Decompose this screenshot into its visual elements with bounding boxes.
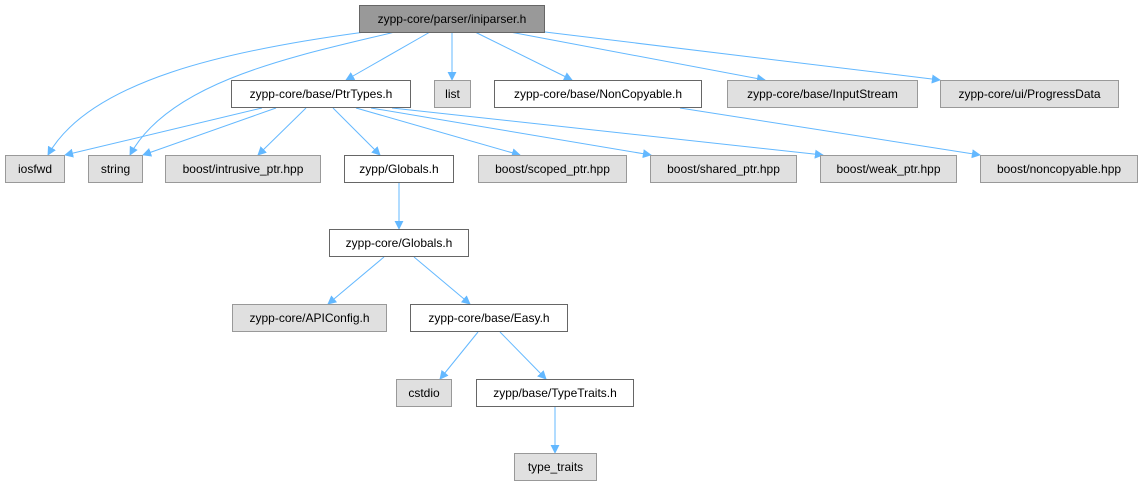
node-core-globals-h[interactable]: zypp-core/Globals.h <box>329 229 469 257</box>
node-weak-ptr-hpp: boost/weak_ptr.hpp <box>820 155 957 183</box>
node-inputstream: zypp-core/base/InputStream <box>727 80 918 108</box>
edge-root-progressdata <box>544 31 941 84</box>
edge-coreglobals-apiconfig <box>327 256 385 305</box>
edge-root-ptrtypes <box>345 31 431 81</box>
edge-ptr-weak <box>391 107 824 159</box>
edge-ptr-iosfwd <box>64 107 263 158</box>
node-intrusive-ptr-hpp: boost/intrusive_ptr.hpp <box>165 155 321 183</box>
node-apiconfig-h: zypp-core/APIConfig.h <box>232 304 387 332</box>
node-easy-h[interactable]: zypp-core/base/Easy.h <box>410 304 568 332</box>
edge-noncopyable-boostnoncopyable <box>679 107 981 159</box>
edge-root-inputstream <box>509 31 766 83</box>
node-shared-ptr-hpp: boost/shared_ptr.hpp <box>650 155 797 183</box>
node-type-traits: type_traits <box>514 453 597 481</box>
node-ptrtypes-h[interactable]: zypp-core/base/PtrTypes.h <box>231 80 411 108</box>
edge-easy-typetraits <box>499 331 547 380</box>
node-typetraits-h[interactable]: zypp/base/TypeTraits.h <box>476 379 634 407</box>
node-string: string <box>88 155 143 183</box>
node-list: list <box>434 80 471 108</box>
node-zypp-globals-h[interactable]: zypp/Globals.h <box>344 155 454 183</box>
edge-ptr-intrusive <box>257 107 307 156</box>
edge-ptr-scoped <box>355 107 521 158</box>
node-progressdata: zypp-core/ui/ProgressData <box>940 80 1119 108</box>
node-iosfwd: iosfwd <box>5 155 65 183</box>
node-noncopyable-h[interactable]: zypp-core/base/NonCopyable.h <box>494 80 702 108</box>
node-scoped-ptr-hpp: boost/scoped_ptr.hpp <box>478 155 627 183</box>
edge-root-noncopyable <box>474 31 573 81</box>
edge-ptr-zyppglobals <box>332 107 381 156</box>
node-iniparser-h: zypp-core/parser/iniparser.h <box>359 5 545 33</box>
node-cstdio: cstdio <box>396 379 452 407</box>
edge-ptr-shared <box>370 107 652 159</box>
edge-root-iosfwd <box>47 31 366 156</box>
edge-easy-cstdio <box>439 331 479 380</box>
edge-root-string <box>129 31 396 156</box>
edge-coreglobals-easy <box>413 256 471 305</box>
edge-ptr-string <box>142 107 277 157</box>
node-boost-noncopyable-hpp: boost/noncopyable.hpp <box>980 155 1138 183</box>
